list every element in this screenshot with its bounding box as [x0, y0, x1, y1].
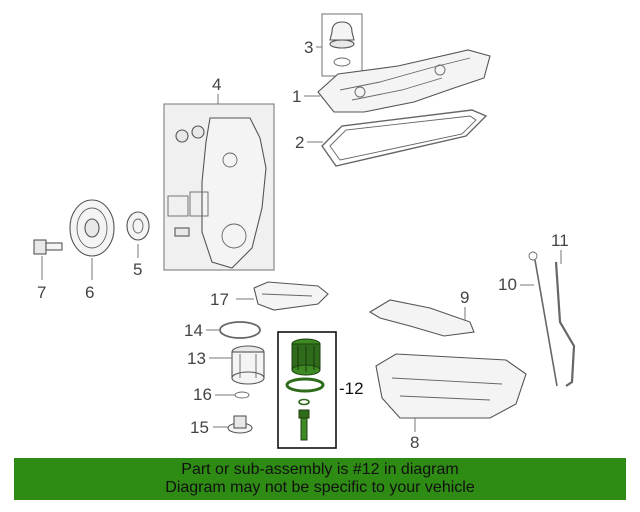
footer-line-1: Part or sub-assembly is #12 in diagram [181, 461, 459, 478]
filter-housing-cap-part[interactable] [231, 345, 265, 385]
callout-12: -12 [339, 379, 364, 398]
baffle-plate-part[interactable] [368, 299, 475, 337]
oil-filler-cap-part[interactable] [321, 13, 363, 77]
callout-8: 8 [410, 433, 419, 452]
crankshaft-pulley-part[interactable] [69, 199, 115, 257]
dipstick-tube-part[interactable] [554, 261, 576, 387]
callout-11: 11 [551, 231, 569, 250]
o-ring-part[interactable] [219, 321, 261, 339]
callout-9: 9 [460, 288, 469, 307]
callout-15: 15 [190, 418, 209, 437]
valve-cover-gasket-part[interactable] [321, 109, 488, 167]
oil-pan-part[interactable] [375, 353, 527, 419]
callout-5: 5 [133, 260, 142, 279]
dipstick-part[interactable] [528, 251, 558, 387]
oil-filter-element-assembly[interactable] [277, 331, 337, 449]
callout-16: 16 [193, 385, 212, 404]
parts-diagram: 3 1 2 4 5 6 [33, 13, 576, 452]
callout-2: 2 [295, 133, 304, 152]
valve-cover-part[interactable] [317, 49, 491, 113]
footer-line-2: Diagram may not be specific to your vehi… [165, 479, 475, 496]
callout-1: 1 [292, 87, 301, 106]
callout-14: 14 [184, 321, 203, 340]
drain-plug-part[interactable] [227, 415, 253, 434]
oil-strainer-part[interactable] [253, 281, 329, 311]
callout-7: 7 [37, 283, 46, 302]
washer-part[interactable] [234, 391, 250, 399]
timing-cover-assembly-part[interactable] [163, 103, 275, 271]
footer-banner: Part or sub-assembly is #12 in diagram D… [14, 458, 626, 500]
callout-6: 6 [85, 283, 94, 302]
callout-17: 17 [210, 290, 229, 309]
callout-13: 13 [187, 349, 206, 368]
pulley-bolt-part[interactable] [33, 239, 63, 255]
callout-3: 3 [304, 38, 313, 57]
crankshaft-seal-part[interactable] [126, 211, 150, 241]
callout-10: 10 [498, 275, 517, 294]
callout-4: 4 [212, 75, 221, 94]
